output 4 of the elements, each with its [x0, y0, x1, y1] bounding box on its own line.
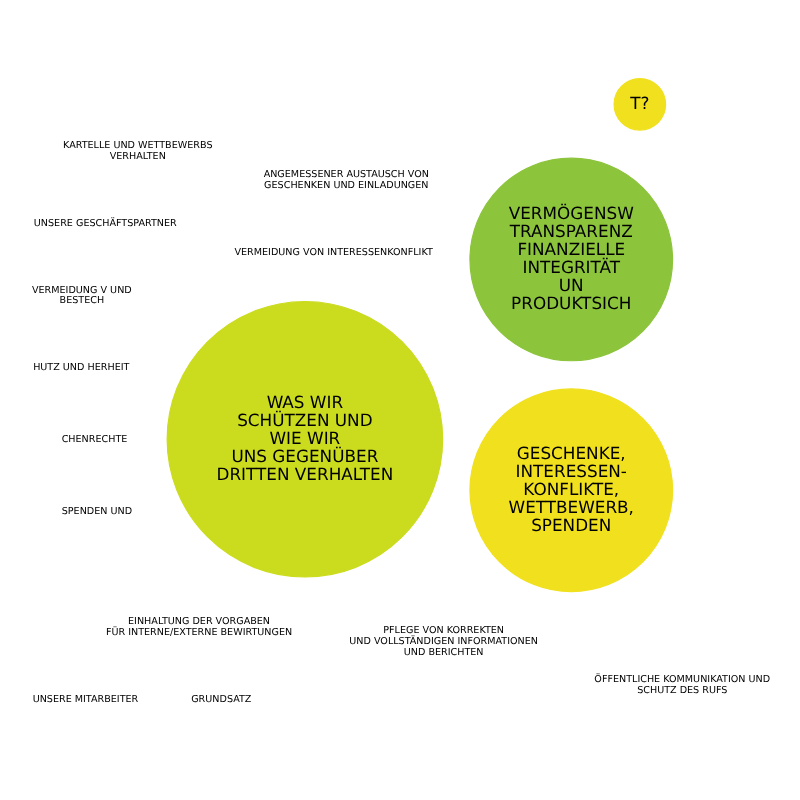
node-circle: WAS WIR SCHÜTZEN UND WIE WIR UNS GEGENÜBER DRITTEN VERHALTEN: [165, 300, 443, 578]
node-circle: GESCHENKE, INTERESSEN- KONFLIKTE, WETTBEWERB, SPENDEN: [468, 388, 673, 593]
node-circle: VERMÖGENSW TRANSPARENZ FINANZIELLE INTEGRITÄT UN PRODUKTSICH: [468, 157, 673, 362]
node-circle: T?: [612, 77, 666, 131]
